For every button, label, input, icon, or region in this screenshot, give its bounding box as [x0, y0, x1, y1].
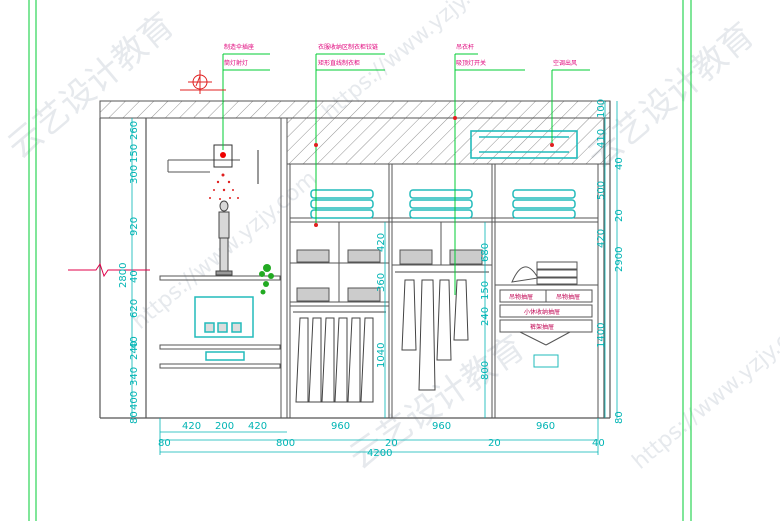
hanging-clothes — [293, 271, 489, 403]
dim-value: 1040 — [376, 343, 387, 368]
dim-value: 920 — [129, 217, 140, 236]
dim-value: 360 — [376, 273, 387, 292]
air-conditioner — [470, 130, 578, 159]
dim-value: 800 — [480, 361, 491, 380]
dim-total: 4200 — [367, 448, 392, 459]
dim-value: 40 — [129, 270, 140, 283]
callout-leaders — [222, 53, 590, 295]
left-vertical-dimensions: 260 150 300 920 40 620 40 240 340 400 80… — [118, 121, 140, 424]
folded-sweaters — [296, 249, 483, 302]
dim-value: 20 — [614, 209, 625, 222]
dim-value: 40 — [129, 336, 140, 349]
dim-value: 680 — [480, 243, 491, 262]
section-marker — [180, 70, 226, 94]
dim-value: 420 — [182, 421, 201, 432]
dim-value: 410 — [596, 129, 607, 148]
drawer-label: 吊物抽屉 — [509, 293, 533, 301]
callout-dots — [314, 116, 554, 227]
dim-value: 80 — [158, 438, 171, 449]
dim-value: 500 — [596, 181, 607, 200]
dim-value: 420 — [376, 233, 387, 252]
dim-value: 340 — [129, 367, 140, 386]
middle-vertical-dimensions: 420 360 1040 680 150 240 800 — [376, 233, 491, 380]
dim-value: 2900 — [614, 247, 625, 272]
break-line — [68, 262, 150, 278]
dim-value: 960 — [432, 421, 451, 432]
dim-value: 800 — [276, 438, 295, 449]
dim-value: 80 — [614, 411, 625, 424]
watermark-layer: 云艺设计教育 云艺设计教育 云艺设计教育 https://www.yzjy.co… — [0, 0, 780, 477]
callout-label: 矩形直线制衣柜 — [318, 59, 360, 67]
dim-value: 1400 — [596, 323, 607, 348]
dim-value: 240 — [129, 341, 140, 360]
dim-value: 420 — [248, 421, 267, 432]
right-column-storage — [499, 261, 593, 368]
dimension-lines — [131, 101, 618, 455]
folded-clothes-top — [310, 189, 576, 219]
drawer-label: 吊物抽屉 — [556, 293, 580, 301]
dim-value: 150 — [129, 144, 140, 163]
watermark-text: 云艺设计教育 — [0, 5, 182, 167]
dim-value: 200 — [215, 421, 234, 432]
callout-label: 吸顶灯开关 — [456, 59, 486, 67]
right-vertical-dimensions: 100 410 40 500 20 420 2900 1400 80 — [596, 99, 625, 424]
callout-label: 筒灯射灯 — [224, 59, 248, 67]
dim-value: 40 — [592, 438, 605, 449]
bottom-dimensions: 420 200 420 80 800 960 20 960 20 960 40 … — [158, 421, 605, 459]
ceiling-slab — [99, 100, 611, 119]
dim-value: 420 — [596, 229, 607, 248]
dim-value: 20 — [488, 438, 501, 449]
dim-value: 620 — [129, 299, 140, 318]
drawer-label: 小休收纳抽屉 — [524, 308, 560, 316]
dim-value: 300 — [129, 165, 140, 184]
dim-total: 2800 — [118, 263, 129, 288]
lamp-point — [220, 152, 226, 158]
callout-label: 空调出风 — [553, 59, 577, 67]
light-cone — [209, 173, 239, 200]
dim-value: 40 — [614, 157, 625, 170]
callout-label: 衣服收纳区制衣柜铰链 — [318, 43, 378, 51]
left-display-niche — [146, 117, 288, 418]
dim-value: 400 — [129, 391, 140, 410]
plant-decoration — [259, 264, 274, 295]
dim-value: 150 — [480, 281, 491, 300]
sheet-border — [28, 0, 692, 521]
statue-figure — [215, 200, 233, 276]
dim-value: 240 — [480, 307, 491, 326]
dim-value: 260 — [129, 121, 140, 140]
callout-label: 制造伞插座 — [224, 43, 254, 51]
dim-value: 960 — [331, 421, 350, 432]
dim-value: 100 — [596, 99, 607, 118]
callout-label: 吊衣杆 — [456, 43, 474, 51]
drawer-label: 裤架抽屉 — [530, 323, 554, 331]
dim-value: 960 — [536, 421, 555, 432]
watermark-url: https://www.yzjy.com — [628, 306, 780, 475]
tv-cabinet — [194, 296, 254, 361]
soffit-panel — [286, 117, 611, 165]
dim-value: 80 — [129, 411, 140, 424]
dim-value: 20 — [385, 438, 398, 449]
